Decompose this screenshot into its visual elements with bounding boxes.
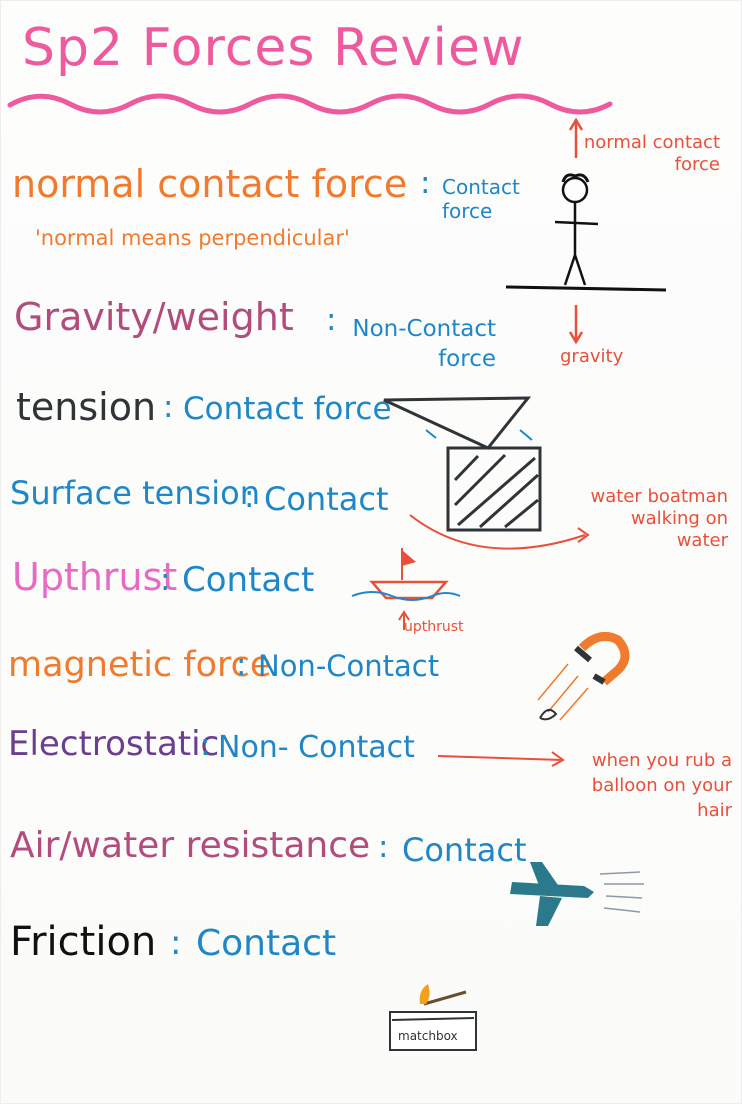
note-upthrust: upthrust — [404, 619, 464, 635]
page-title: Sp2 Forces Review — [22, 18, 525, 78]
term-magnetic-force: magnetic force — [8, 645, 272, 685]
term-upthrust: Upthrust — [12, 555, 178, 599]
type-normal-contact-force: Contact force — [442, 175, 520, 223]
hanging-box-icon — [383, 396, 590, 550]
note-normal-perpendicular: 'normal means perpendicular' — [35, 226, 350, 250]
colon: : — [200, 727, 211, 763]
colon: : — [236, 647, 247, 683]
term-normal-contact-force: normal contact force — [12, 162, 408, 206]
note-normal-contact: normal contact force — [583, 132, 720, 175]
note-gravity: gravity — [560, 346, 624, 367]
term-surface-tension: Surface tension — [10, 474, 261, 512]
colon: : — [160, 562, 171, 598]
type-air-water-resistance: Contact — [402, 831, 527, 869]
type-tension: Contact force — [183, 391, 392, 427]
arrow-electrostatic — [437, 751, 565, 767]
note-balloon: when you rub a balloon on your hair — [591, 750, 732, 821]
type-gravity-weight: Non-Contact force — [352, 316, 496, 372]
term-friction: Friction — [10, 919, 157, 965]
matchbox-icon: matchbox — [389, 984, 477, 1051]
airplane-icon — [510, 862, 644, 926]
type-upthrust: Contact — [182, 560, 315, 600]
matchbox-label: matchbox — [398, 1029, 458, 1043]
magnet-icon — [537, 631, 630, 721]
colon: : — [378, 829, 389, 865]
colon: : — [326, 302, 337, 338]
term-air-water-resistance: Air/water resistance — [10, 825, 371, 866]
type-magnetic-force: Non-Contact — [258, 649, 440, 683]
boat-icon — [351, 548, 461, 630]
colon: : — [163, 389, 174, 425]
term-gravity-weight: Gravity/weight — [14, 295, 294, 339]
colon: : — [420, 165, 431, 201]
note-water-boatman: water boatman walking on water — [590, 486, 728, 551]
stick-figure-icon — [505, 117, 667, 345]
colon: : — [170, 923, 182, 963]
type-surface-tension: Contact — [264, 480, 389, 518]
colon: : — [244, 479, 255, 515]
term-tension: tension — [16, 385, 157, 429]
type-friction: Contact — [196, 923, 337, 964]
type-electrostatic: Non- Contact — [218, 730, 415, 765]
term-electrostatic: Electrostatic — [8, 724, 220, 764]
